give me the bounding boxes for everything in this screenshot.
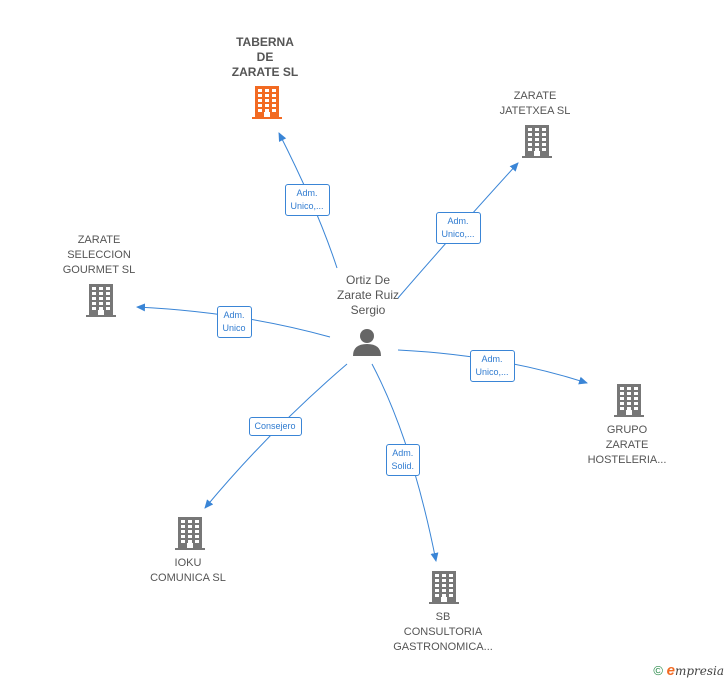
building-icon-grupo[interactable] bbox=[614, 384, 644, 417]
company-label-seleccion[interactable]: ZARATE SELECCION GOURMET SL bbox=[62, 234, 136, 276]
building-icon-ioku[interactable] bbox=[175, 517, 205, 550]
edge-ioku bbox=[204, 363, 348, 509]
role-badge-seleccion[interactable]: Adm. Unico bbox=[216, 306, 252, 338]
role-badge-jatetxea[interactable]: Adm. Unico,... bbox=[435, 212, 481, 244]
role-badge-grupo[interactable]: Adm. Unico,... bbox=[469, 350, 515, 382]
brand-logo-e: e bbox=[666, 662, 675, 679]
footer-brand: © empresia bbox=[653, 662, 724, 679]
role-badge-ioku[interactable]: Consejero bbox=[248, 416, 302, 436]
brand-name: mpresia bbox=[674, 664, 724, 678]
role-badge-sb[interactable]: Adm. Solid. bbox=[385, 444, 421, 476]
building-icon-taberna[interactable] bbox=[252, 86, 282, 119]
person-icon[interactable] bbox=[353, 329, 381, 356]
person-name-label: Ortiz De Zarate Ruiz Sergio bbox=[336, 273, 400, 317]
company-label-grupo[interactable]: GRUPO ZARATE HOSTELERIA... bbox=[587, 424, 667, 466]
company-label-sb[interactable]: SB CONSULTORIA GASTRONOMICA... bbox=[393, 611, 493, 653]
company-label-ioku[interactable]: IOKU COMUNICA SL bbox=[150, 557, 226, 584]
company-label-taberna[interactable]: TABERNA DE ZARATE SL bbox=[231, 35, 299, 79]
building-icon-seleccion[interactable] bbox=[86, 284, 116, 317]
copyright-icon: © bbox=[653, 663, 663, 678]
role-badge-taberna[interactable]: Adm. Unico,... bbox=[284, 184, 330, 216]
building-icon-sb[interactable] bbox=[429, 571, 459, 604]
company-label-jatetxea[interactable]: ZARATE JATETXEA SL bbox=[499, 90, 571, 117]
building-icon-jatetxea[interactable] bbox=[522, 125, 552, 158]
